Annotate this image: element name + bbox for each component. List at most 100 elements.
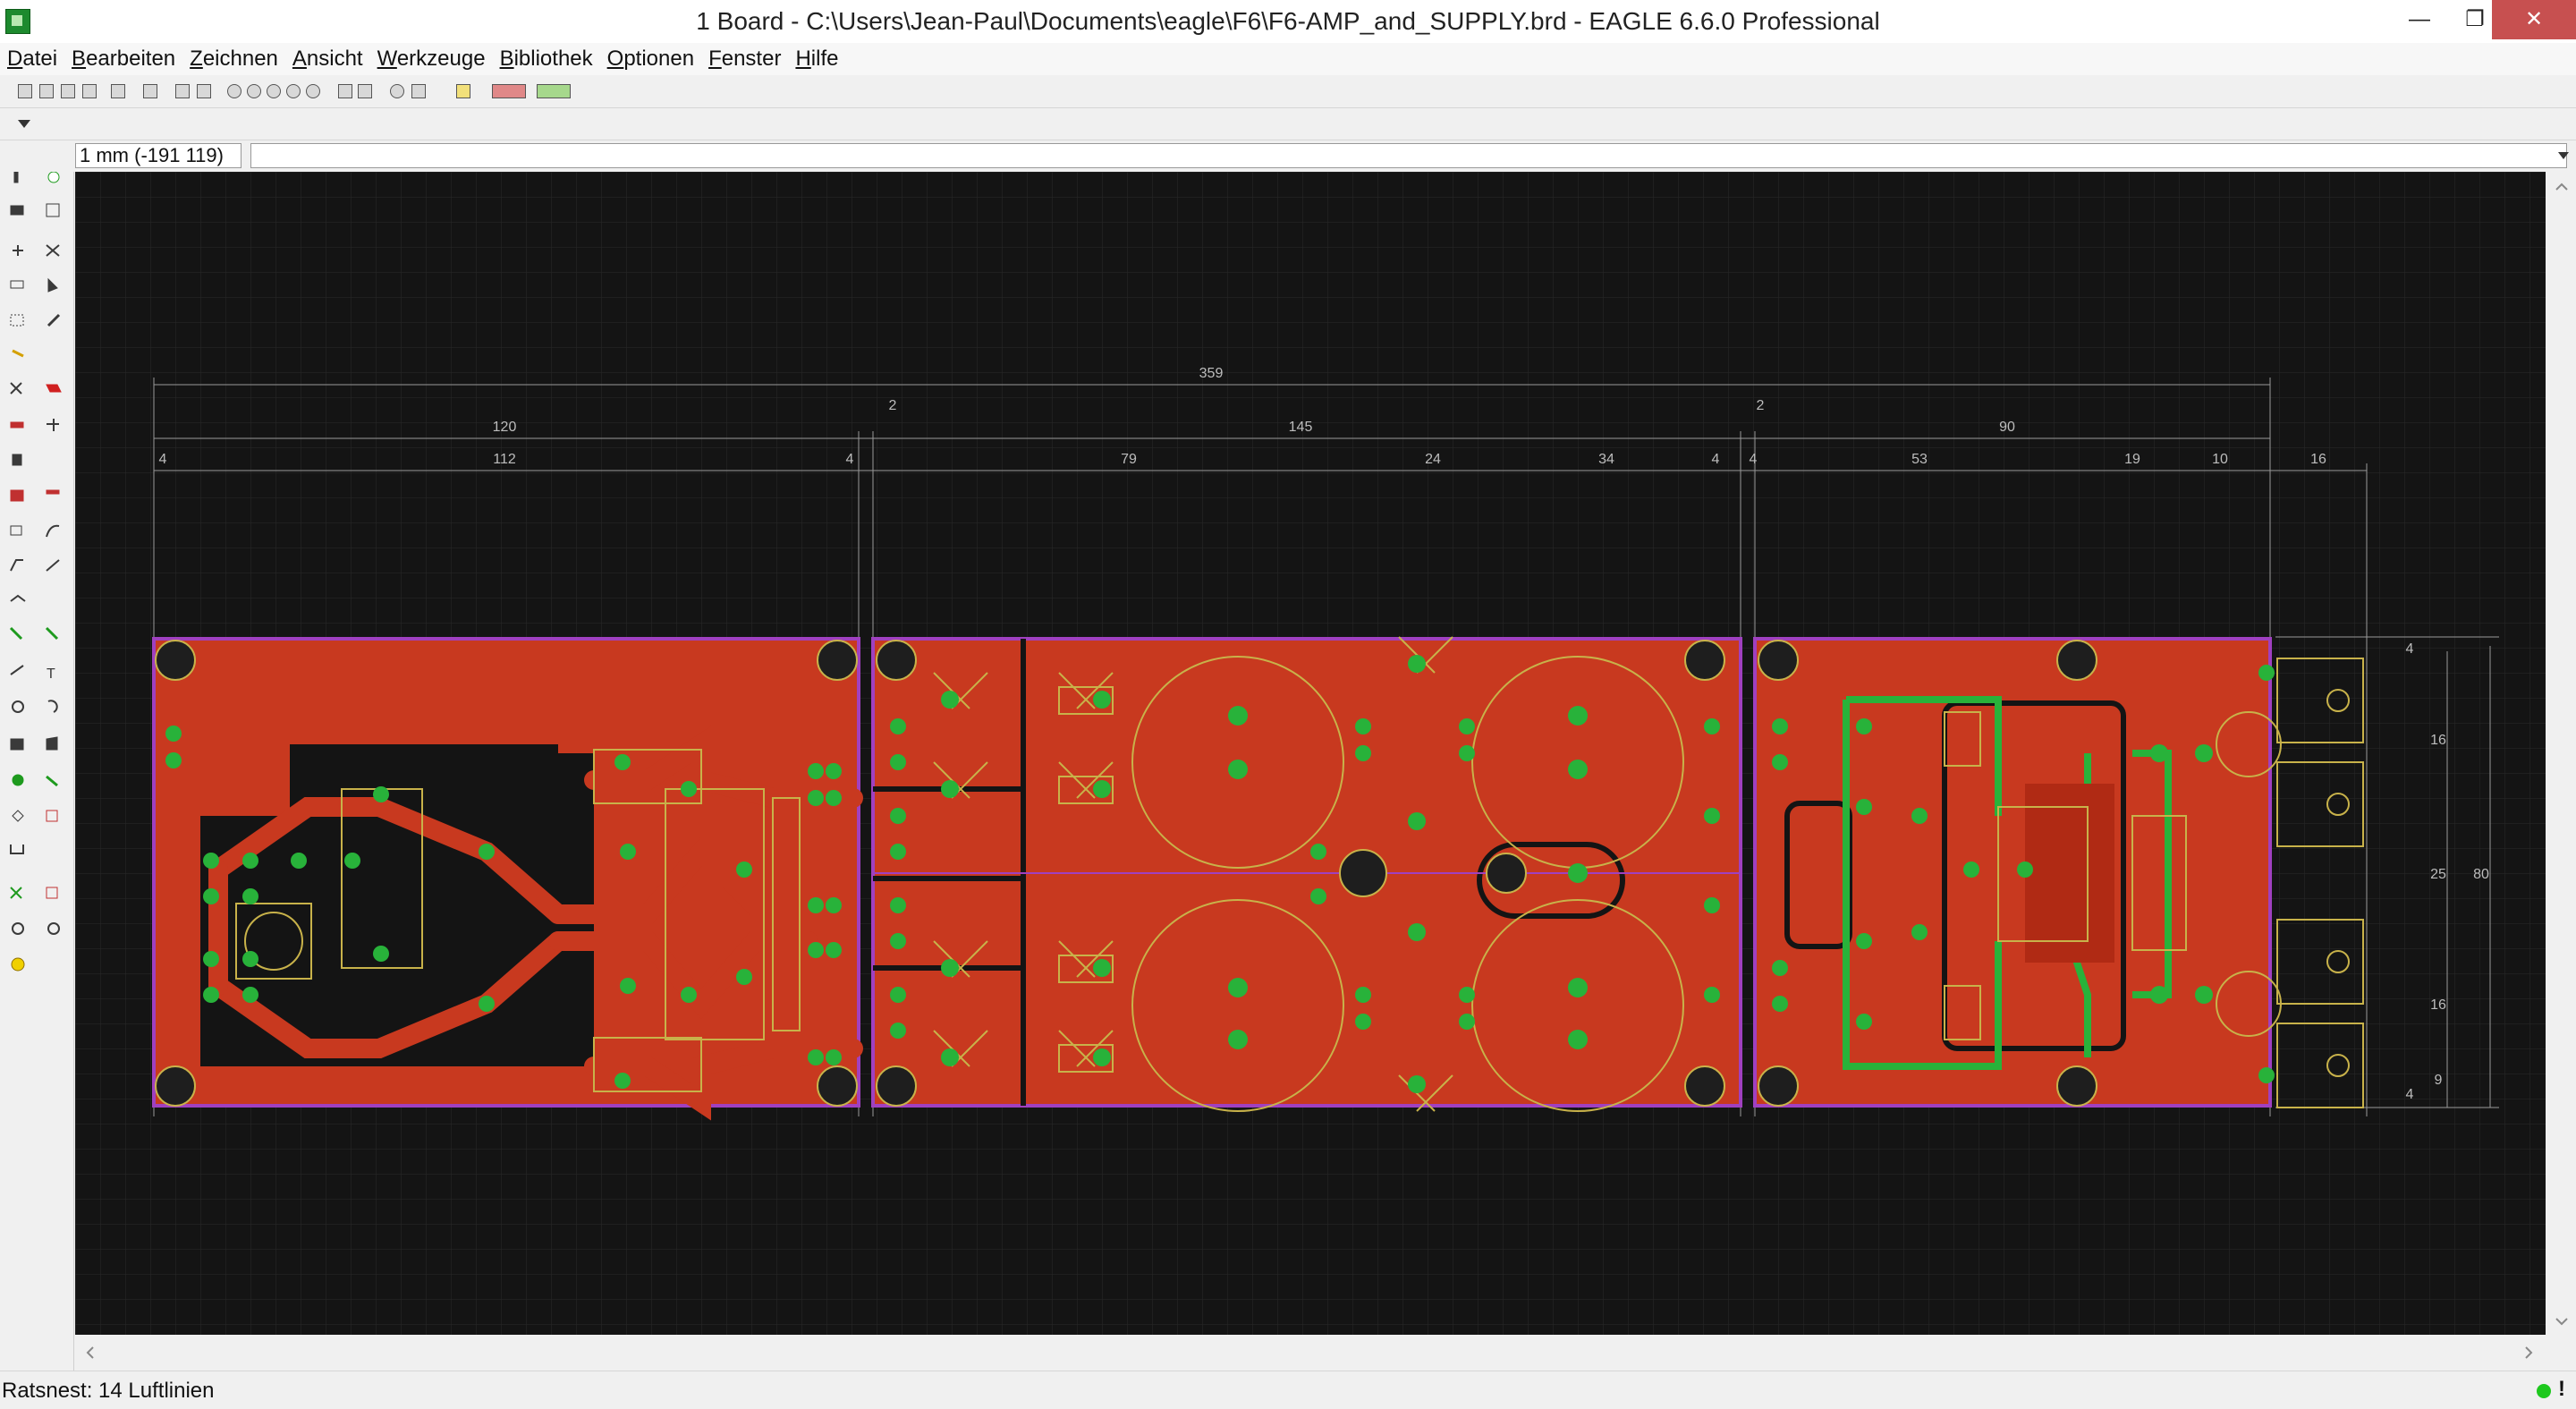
board-canvas[interactable]: 359 120 2 145 2 90 4 112 4 79 24 34 4 4 … [75,172,2546,1335]
board-supply[interactable] [152,637,863,1121]
drc-icon[interactable] [46,887,58,899]
show-icon[interactable] [47,171,60,183]
cam-icon[interactable] [82,84,97,98]
supply-copper-pour [200,700,558,816]
board-amplifier[interactable] [871,636,1742,1112]
value-icon[interactable] [47,419,59,431]
help-icon[interactable] [456,84,470,98]
eagle-app-icon[interactable] [5,9,30,34]
redo-icon[interactable] [358,84,372,98]
open-icon[interactable] [18,84,32,98]
coordinate-readout: 1 mm (-191 119) [75,143,242,168]
pcb-drawing: 359 120 2 145 2 90 4 112 4 79 24 34 4 4 … [75,172,2546,1335]
autorouter-icon[interactable] [9,626,23,641]
rect-icon[interactable] [10,738,24,751]
go-icon[interactable] [411,84,426,98]
dimension-icon[interactable] [10,845,24,854]
menu-optionen[interactable]: Optionen [606,47,695,71]
dim-section-5: 90 [1999,420,2015,435]
ulp-icon[interactable] [143,84,157,98]
menu-ansicht[interactable]: Ansicht [292,47,363,71]
pad-icon[interactable] [46,775,58,787]
info-icon[interactable] [13,171,19,183]
board-switch-icon[interactable] [111,84,125,98]
command-input[interactable] [250,143,2567,168]
maximize-button[interactable]: ❐ [2465,7,2485,31]
delete-icon[interactable] [10,382,22,395]
mark-icon[interactable] [46,203,60,217]
menu-bearbeiten[interactable]: Bearbeiten [72,47,176,71]
zoom-out-icon[interactable] [267,84,281,98]
text-icon[interactable]: T [47,666,55,682]
line-icon[interactable] [10,665,24,675]
horizontal-scrollbar[interactable] [75,1337,2546,1369]
via-icon[interactable] [12,774,24,786]
menu-zeichnen[interactable]: Zeichnen [190,47,278,71]
errors-icon[interactable] [47,922,60,935]
dim-section-4: 2 [1757,398,1765,413]
zoom-in-icon[interactable] [247,84,261,98]
run-icon[interactable] [197,84,211,98]
arc-icon[interactable] [47,700,58,713]
menu-datei[interactable]: Datei [7,47,58,71]
chevron-down-icon[interactable] [18,120,30,128]
hole-icon[interactable] [46,810,58,822]
status-indicator-icon[interactable] [2537,1384,2551,1398]
alert-icon[interactable]: ! [2558,1377,2565,1401]
close-button[interactable]: ✕ [2492,0,2576,39]
menu-hilfe[interactable]: Hilfe [795,47,839,71]
command-history-chevron-icon[interactable] [2558,152,2569,159]
mirror-icon[interactable] [10,280,24,289]
dim-right-3: 16 [2430,997,2446,1013]
group-icon[interactable] [10,314,24,327]
smd-icon[interactable] [12,810,24,822]
status-bar: Ratsnest: 14 Luftlinien ! [0,1371,2576,1409]
menu-bibliothek[interactable]: Bibliothek [499,47,593,71]
rotate-icon[interactable] [47,277,58,293]
menu-fenster[interactable]: Fenster [708,47,782,71]
optimize-icon[interactable] [46,489,60,495]
route-icon[interactable] [10,525,22,536]
undo-icon[interactable] [338,84,352,98]
menu-werkzeuge[interactable]: Werkzeuge [377,47,486,71]
scroll-down-icon[interactable] [2555,1318,2568,1326]
scroll-right-icon[interactable] [2525,1346,2533,1359]
ratsnest-icon[interactable] [10,887,22,899]
dim-sub-5: 24 [1425,452,1441,467]
display-icon[interactable] [10,205,24,216]
design-link-icon[interactable] [492,84,526,98]
miter-icon[interactable] [46,524,60,538]
reg-mount-holes [1758,640,2097,1107]
erc-icon[interactable] [12,922,24,935]
wire-icon[interactable] [46,559,60,572]
save-icon[interactable] [39,84,54,98]
zoom-select-icon[interactable] [306,84,320,98]
scroll-up-icon[interactable] [2555,182,2568,191]
minimize-button[interactable]: — [2409,7,2430,31]
copy-icon[interactable] [46,244,60,257]
add-icon[interactable] [46,384,62,393]
follow-me-icon[interactable] [45,626,59,641]
circle-icon[interactable] [12,700,24,713]
pcb-service-icon[interactable] [537,84,571,98]
name-icon[interactable] [10,421,24,429]
move-icon[interactable] [13,245,23,256]
change-icon[interactable] [47,313,61,327]
board-regulator[interactable] [1753,637,2282,1108]
smash-icon[interactable] [12,454,22,466]
to220-transistors [2276,658,2364,1108]
script-icon[interactable] [175,84,190,98]
split-icon[interactable] [10,489,24,502]
polygon-icon[interactable] [46,736,58,751]
stop-icon[interactable] [390,84,404,98]
dim-right-1: 4 [2406,641,2414,657]
warning-icon[interactable] [11,957,25,972]
zoom-fit-icon[interactable] [227,84,242,98]
scroll-left-icon[interactable] [86,1346,94,1359]
paste-icon[interactable] [12,349,24,358]
signal-icon[interactable] [10,594,26,602]
vertical-scrollbar[interactable] [2547,172,2576,1335]
zoom-redraw-icon[interactable] [286,84,301,98]
ripup-icon[interactable] [10,559,23,572]
print-icon[interactable] [61,84,75,98]
